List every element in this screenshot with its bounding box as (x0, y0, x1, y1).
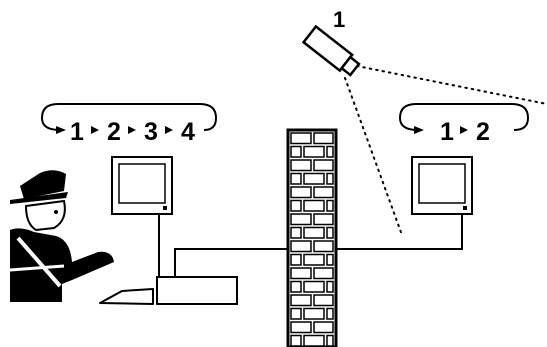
brick (304, 201, 324, 212)
brick (291, 201, 301, 212)
left-step-3: 3 (144, 118, 158, 146)
brick (304, 336, 324, 347)
brick (314, 214, 333, 225)
left-step-arrow-1 (91, 126, 99, 134)
brick (314, 241, 333, 252)
brick (314, 160, 333, 171)
surveillance-camera-icon: 1 (304, 7, 361, 77)
brick (327, 336, 333, 347)
left-sequence-loop: 1 2 3 4 (42, 104, 216, 146)
keyboard-icon (100, 289, 153, 304)
brick (327, 228, 333, 239)
brick (327, 201, 333, 212)
brick (304, 147, 324, 158)
brick (291, 174, 301, 185)
brick (291, 228, 301, 239)
security-guard-icon (10, 170, 114, 302)
right-step-arrow-1 (460, 126, 468, 134)
right-step-1: 1 (440, 118, 454, 146)
right-loop-line (400, 104, 528, 130)
left-monitor-icon (112, 157, 172, 214)
brick (327, 174, 333, 185)
brick (327, 282, 333, 293)
brick (291, 268, 311, 279)
brick (314, 295, 333, 306)
right-monitor-icon (412, 157, 472, 214)
brick (291, 160, 311, 171)
brick (291, 241, 311, 252)
left-loop-arrowhead (56, 126, 66, 134)
brick-wall-icon (288, 130, 336, 347)
brick (291, 309, 301, 320)
brick (291, 295, 311, 306)
left-step-1: 1 (70, 118, 84, 146)
controller-box-icon (157, 277, 237, 304)
left-step-arrow-2 (128, 126, 136, 134)
brick (314, 133, 333, 144)
brick (291, 133, 311, 144)
brick (291, 147, 301, 158)
brick (304, 282, 324, 293)
brick (304, 228, 324, 239)
brick (291, 255, 301, 266)
brick (314, 268, 333, 279)
left-step-arrow-3 (165, 126, 173, 134)
right-step-2: 2 (476, 118, 490, 146)
brick (304, 174, 324, 185)
brick (327, 309, 333, 320)
left-step-4: 4 (181, 118, 195, 146)
brick (291, 282, 301, 293)
camera-number: 1 (333, 7, 345, 32)
brick (327, 255, 333, 266)
brick (291, 214, 311, 225)
brick (291, 336, 301, 347)
brick (304, 309, 324, 320)
brick (314, 322, 333, 333)
brick (291, 187, 311, 198)
brick (291, 322, 311, 333)
brick (327, 147, 333, 158)
brick (304, 255, 324, 266)
brick (314, 187, 333, 198)
left-step-2: 2 (107, 118, 121, 146)
right-loop-arrowhead (414, 126, 424, 134)
right-sequence-loop: 1 2 (400, 104, 528, 146)
